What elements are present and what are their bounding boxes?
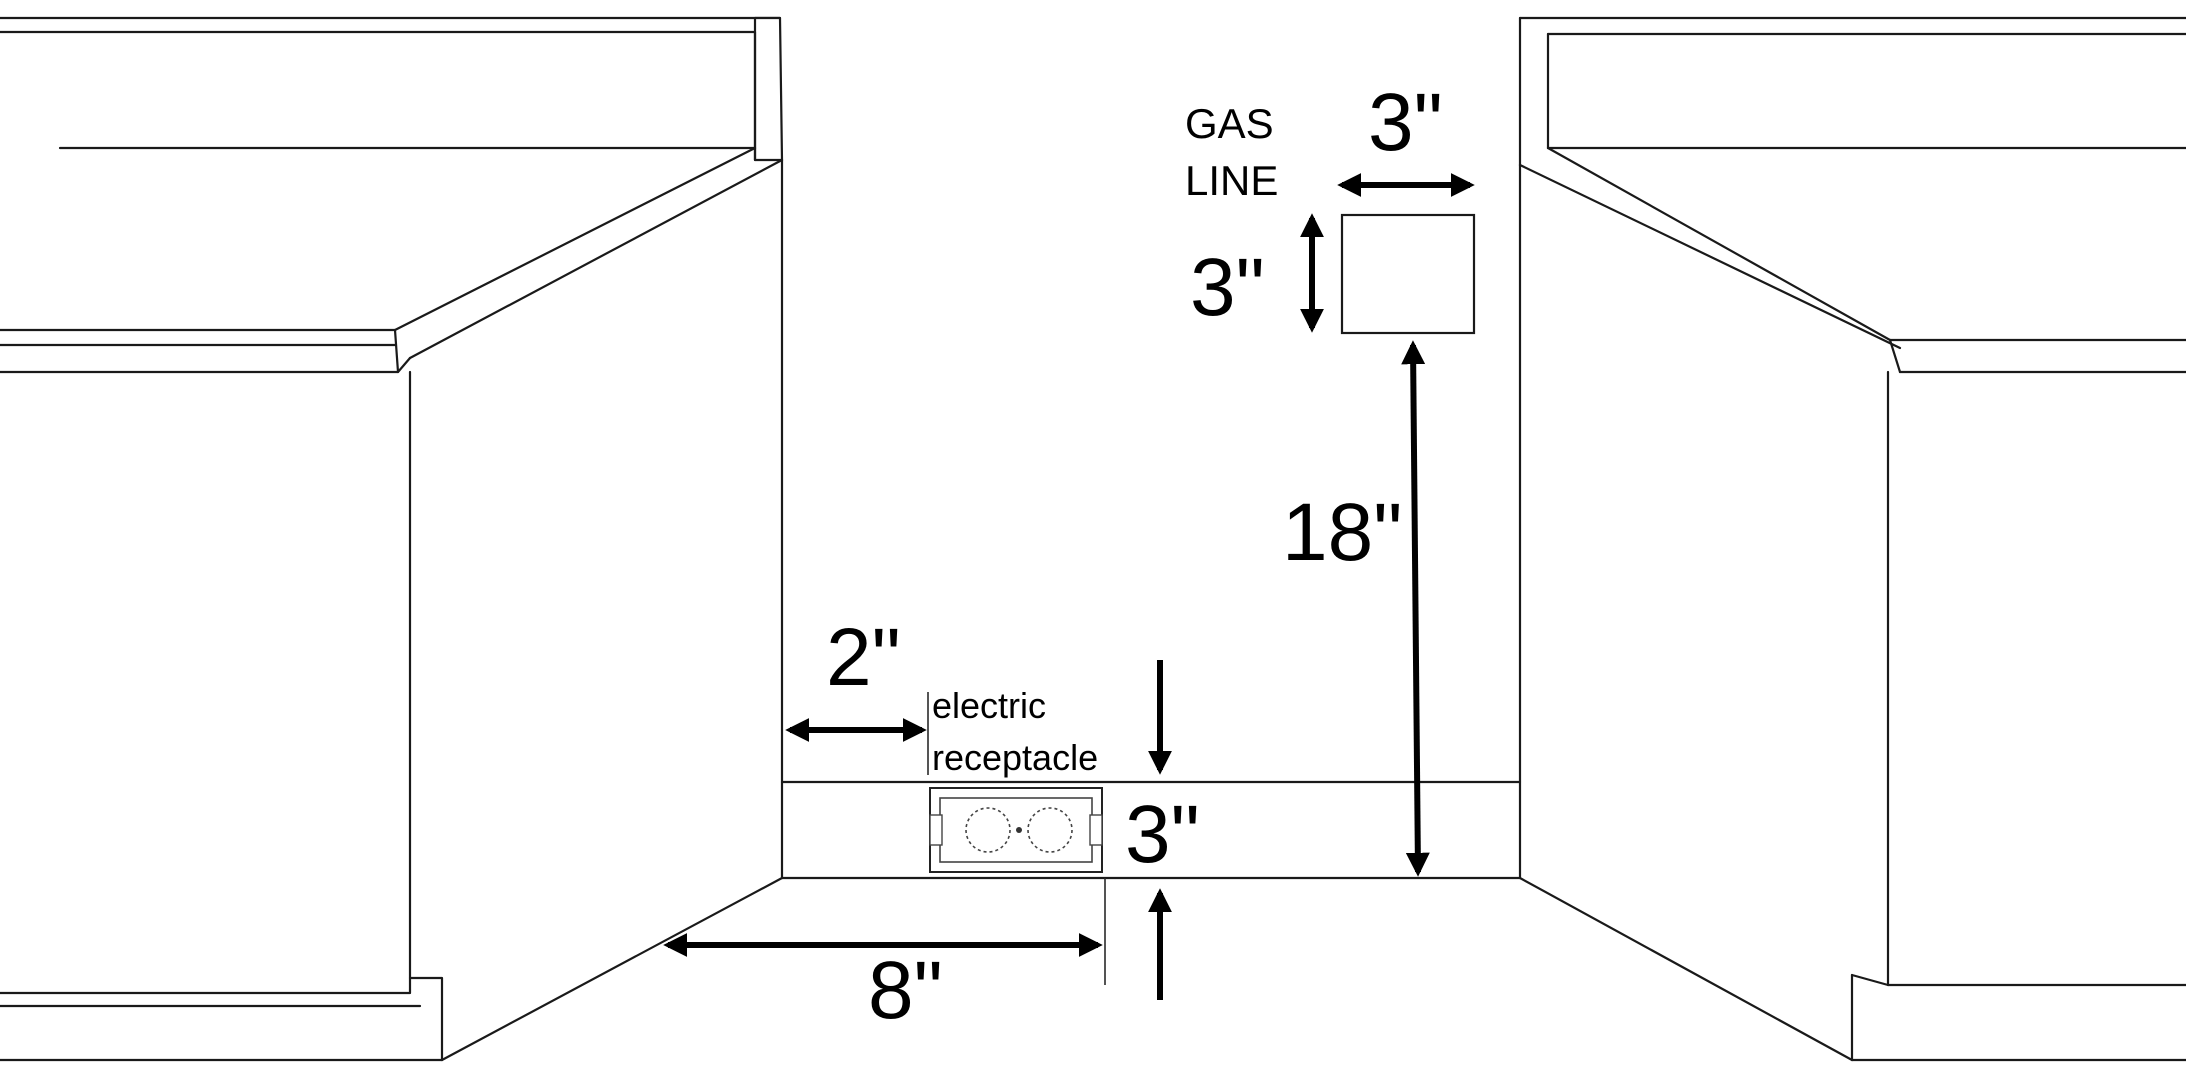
electric-receptacle-outlet xyxy=(929,787,1103,873)
electric-receptacle-label-line2: receptacle xyxy=(932,737,1098,778)
gas-height-above-floor-arrow xyxy=(1401,340,1430,877)
receptacle-offset-label: 2" xyxy=(826,612,901,703)
gas-line-box xyxy=(1340,213,1476,335)
gas-width-label: 3" xyxy=(1368,77,1443,168)
receptacle-height-label: 3" xyxy=(1125,789,1200,880)
gas-line-label-line2: LINE xyxy=(1185,157,1278,204)
left-cabinet xyxy=(0,16,784,1062)
gas-height-label: 3" xyxy=(1190,242,1265,333)
gas-height-above-floor-label: 18" xyxy=(1282,487,1402,578)
back-wall-baseboard xyxy=(780,780,1522,880)
cabinet-front-offset-label: 8" xyxy=(868,945,943,1036)
electric-receptacle-label-line1: electric xyxy=(932,685,1046,726)
gas-line-label-line1: GAS xyxy=(1185,100,1274,147)
right-cabinet xyxy=(1518,16,2186,1062)
